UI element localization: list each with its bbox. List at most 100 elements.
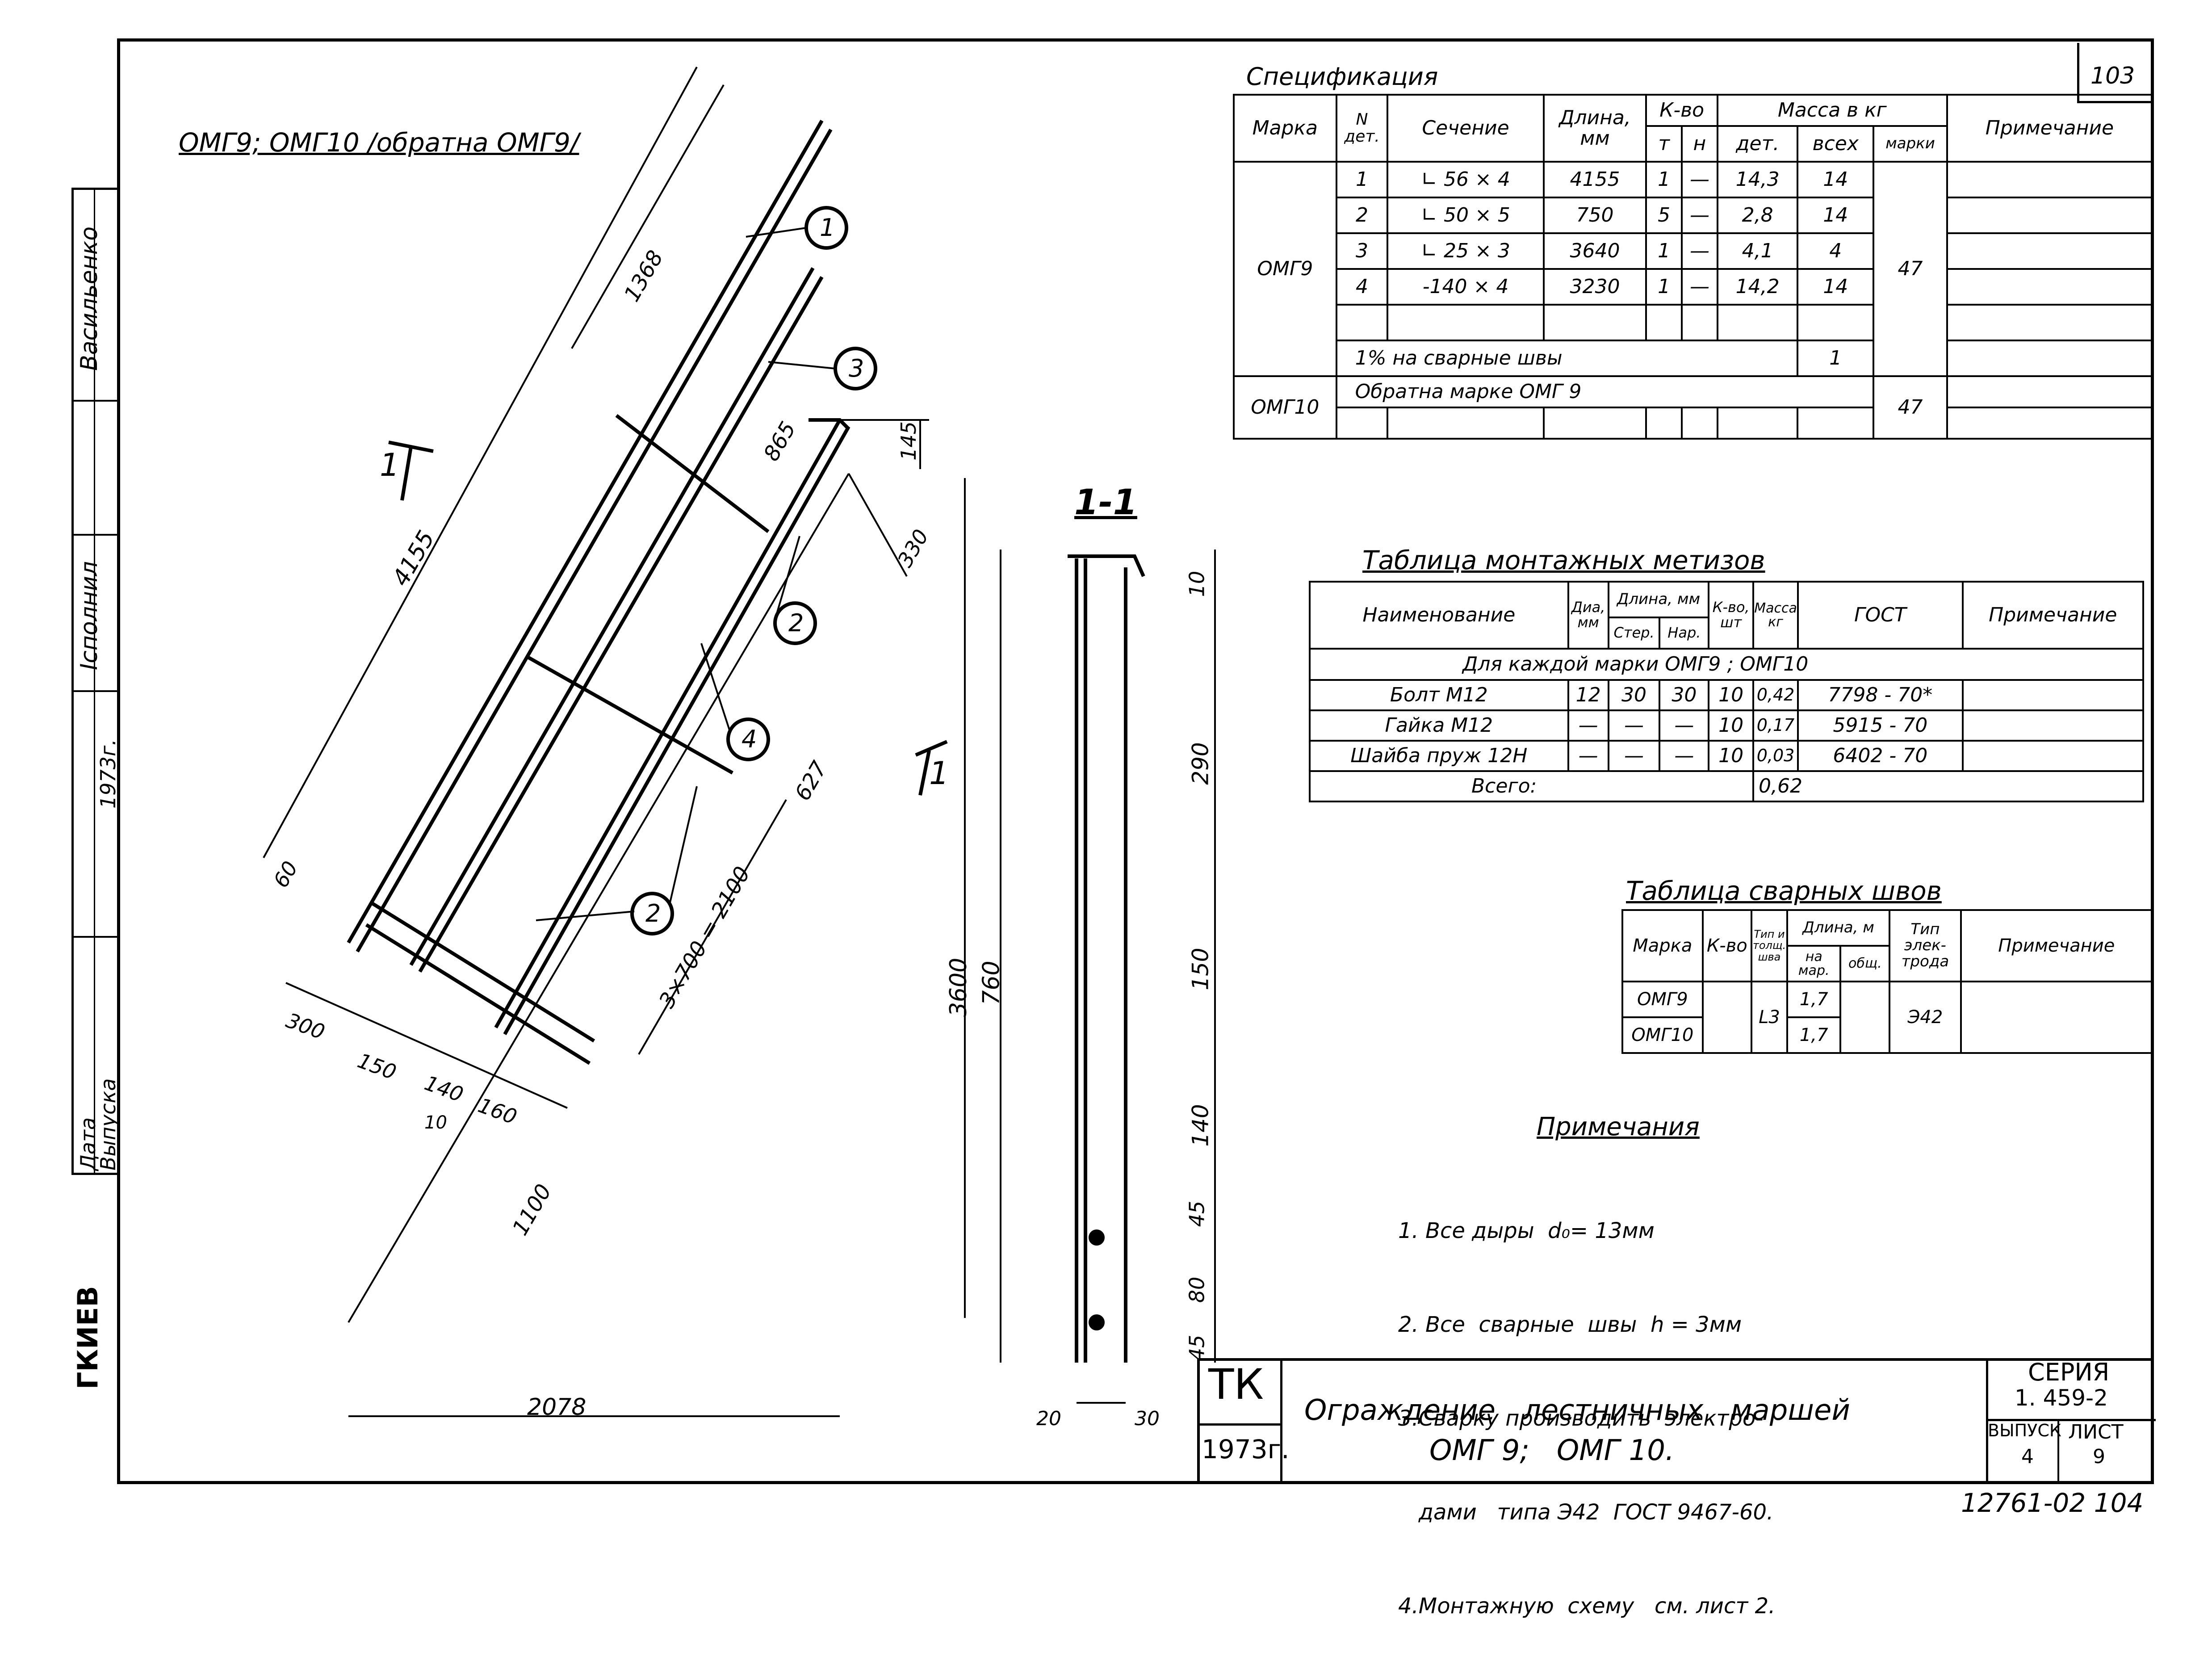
spec-cell-n: 3 (1335, 232, 1389, 270)
drawing-frame (117, 38, 2154, 1484)
fast-total-label: Всего: (1308, 770, 1755, 802)
spec-group-mark: ОМГ9 (1233, 161, 1337, 377)
spec-row-empty (1234, 304, 2153, 341)
spec-reverse-mass: 47 (1873, 375, 1948, 440)
spec-cell-section: ∟ 50 × 5 (1387, 197, 1545, 234)
spec-cell-det: 14,2 (1716, 268, 1799, 306)
welds-table: Марка К-во Тип и толщ. шва Длина, м Тип … (1621, 909, 2153, 1054)
fast-cell-name: Гайка М12 (1309, 709, 1569, 742)
fast-cell-a: — (1607, 740, 1661, 772)
title-year: 1973г. (1202, 1434, 1290, 1464)
sheet-label: ЛИСТ (2068, 1421, 2124, 1443)
spec-cell-t: 1 (1645, 232, 1683, 270)
weld-row: ОМГ9 L3 1,7 Э42 (1621, 981, 2153, 1054)
spec-h-marka: Марка (1233, 94, 1337, 163)
spec-cell-length: 750 (1542, 197, 1647, 234)
fast-cell-mass: 0,42 (1752, 679, 1799, 711)
spec-h-section: Сечение (1387, 94, 1545, 163)
callout-2b: 2 (645, 899, 661, 927)
note-item: 4.Монтажную схему см. лист 2. (1398, 1594, 1776, 1619)
spec-row: 4 -140 × 4 3230 1 — 14,2 14 (1234, 268, 2153, 306)
spec-cell-h: — (1681, 197, 1718, 234)
fast-h-len-b: Нар. (1659, 617, 1710, 650)
spec-cell-det: 2,8 (1716, 197, 1799, 234)
spec-cell-h: — (1681, 268, 1718, 306)
drawing-title: ОМГ9; ОМГ10 /обратна ОМГ9/ (179, 127, 579, 158)
spec-h-qty: К-во (1645, 94, 1718, 127)
fast-cell-a: 30 (1607, 679, 1661, 711)
dim-145: 145 (896, 421, 921, 461)
spec-cell-n: 4 (1335, 268, 1389, 306)
title-line1: Ограждение лестничных маршей (1304, 1394, 1850, 1427)
sec-dim-45a: 45 (1185, 1200, 1209, 1227)
spec-h-mass-det: дет. (1716, 125, 1799, 163)
weld-h-len-a: на мар. (1786, 945, 1842, 982)
side-stamp (71, 188, 117, 1175)
spec-reverse-mark: ОМГ10 (1233, 375, 1337, 440)
note-item: 2. Все сварные швы h = 3мм (1398, 1312, 1742, 1337)
dim-2078: 2078 (527, 1394, 587, 1421)
spec-h-note: Примечание (1946, 94, 2153, 163)
sec-dim-30: 30 (1135, 1407, 1160, 1430)
railing-drawing (263, 67, 1216, 1417)
spec-h-mass: Масса в кг (1716, 94, 1948, 127)
sec-dim-290: 290 (1187, 742, 1214, 785)
fast-cell-b: 30 (1659, 679, 1710, 711)
spec-h-qty-n: н (1681, 125, 1718, 163)
notes-title: Примечания (1537, 1112, 1700, 1141)
spec-cell-length: 3640 (1542, 232, 1647, 270)
spec-h-mass-mark: марки (1873, 125, 1948, 163)
weld-row: ОМГ10 1,7 (1621, 1016, 2152, 1054)
sec-dim-150: 150 (1187, 948, 1214, 990)
series-label: СЕРИЯ (2028, 1358, 2110, 1386)
fast-cell-gost: 5915 - 70 (1797, 709, 1964, 742)
fast-cell-dia: — (1567, 740, 1609, 772)
fast-cell-gost: 6402 - 70 (1797, 740, 1964, 772)
spec-cell-t: 5 (1645, 197, 1683, 234)
weld-h-len-b: общ. (1839, 945, 1891, 982)
spec-cell-n: 1 (1335, 161, 1389, 198)
spec-cell-t: 1 (1645, 268, 1683, 306)
title-line2: ОМГ 9; ОМГ 10. (1429, 1434, 1675, 1467)
spec-table: Марка N дет. Сечение Длина, мм К-во Масс… (1233, 94, 2153, 440)
weld-h-len: Длина, м (1786, 909, 1891, 947)
fast-cell-b: — (1659, 709, 1710, 742)
fast-h-qty: К-во, шт (1708, 581, 1755, 650)
fast-subtitle: Для каждой марки ОМГ9 ; ОМГ10 (1309, 648, 2144, 680)
sec-dim-20: 20 (1036, 1407, 1061, 1430)
archive-number: 12761-02 104 (1961, 1488, 2144, 1518)
spec-row: 3 ∟ 25 × 3 3640 1 — 4,1 4 (1234, 232, 2153, 270)
issue-label: ВЫПУСК (1988, 1421, 2061, 1440)
sec-dim-140: 140 (1187, 1104, 1214, 1147)
callout-4: 4 (742, 725, 757, 753)
fast-cell-name: Болт М12 (1309, 679, 1569, 711)
fast-cell-dia: 12 (1567, 679, 1609, 711)
fast-h-dia: Диа, мм (1567, 581, 1609, 650)
spec-cell-note (1946, 197, 2153, 234)
spec-weld-text: 1% на сварные швы (1335, 340, 1799, 377)
fast-cell-qty: 10 (1708, 679, 1755, 711)
fast-cell-mass: 0,17 (1752, 709, 1799, 742)
fast-h-len-a: Стер. (1607, 617, 1661, 650)
sec-dim-45b: 45 (1185, 1334, 1209, 1361)
weld-h-type: Тип и толщ. шва (1751, 909, 1788, 982)
sheet-value: 9 (2093, 1445, 2105, 1468)
sheet-number: 103 (2091, 63, 2135, 89)
fast-cell-qty: 10 (1708, 740, 1755, 772)
fast-row: Гайка М12 — — — 10 0,17 5915 - 70 (1309, 709, 2145, 742)
fast-h-gost: ГОСТ (1797, 581, 1964, 650)
dim-3600: 3600 (945, 957, 972, 1017)
sec-dim-80: 80 (1185, 1276, 1209, 1303)
issue-value: 4 (2021, 1445, 2034, 1468)
note-item: 1. Все дыры d₀= 13мм (1398, 1218, 1655, 1243)
fast-h-len: Длина, мм (1607, 581, 1710, 618)
spec-cell-h: — (1681, 161, 1718, 198)
section-mark-left: 1 (380, 447, 400, 483)
spec-row-reverse: ОМГ10 Обратна марке ОМГ 9 47 (1233, 375, 2153, 440)
spec-cell-section: ∟ 56 × 4 (1387, 161, 1545, 198)
spec-h-length: Длина, мм (1542, 94, 1647, 163)
fast-h-note: Примечание (1961, 581, 2145, 650)
weld-h-qty: К-во (1701, 909, 1753, 982)
weld-cell-mark: ОМГ10 (1621, 1016, 1704, 1054)
title-org: ТК (1208, 1360, 1264, 1409)
